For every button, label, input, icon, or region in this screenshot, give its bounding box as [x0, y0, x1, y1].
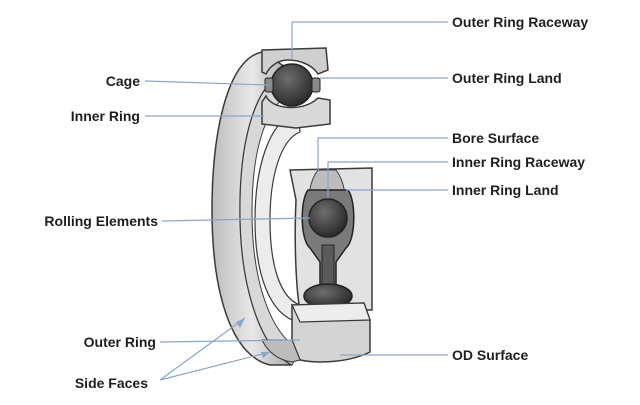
leader-rolling-elements [161, 217, 311, 222]
leader-cage [144, 80, 269, 86]
label-rolling-elements: Rolling Elements [44, 213, 158, 229]
label-outer-ring-raceway: Outer Ring Raceway [452, 14, 589, 30]
arrowhead-side-faces-a [236, 318, 245, 328]
label-bore-surface: Bore Surface [452, 130, 540, 146]
top-outer-ring-section [261, 47, 329, 76]
label-inner-ring-land: Inner Ring Land [452, 182, 559, 198]
arrowhead-side-faces-b [261, 352, 270, 358]
label-outer-ring-land: Outer Ring Land [452, 70, 562, 86]
label-side-faces: Side Faces [74, 375, 148, 391]
leader-bore-surface [317, 137, 448, 170]
label-cage: Cage [105, 73, 140, 89]
bottom-block-top-face [291, 302, 371, 323]
bottom-side-face [261, 339, 301, 363]
leader-side-faces-b [159, 351, 271, 381]
top-cage-right [311, 77, 321, 93]
label-inner-ring-raceway: Inner Ring Raceway [452, 154, 586, 170]
leader-inner-ring-raceway [327, 161, 448, 198]
top-inner-ring-section [261, 94, 331, 129]
label-outer-ring: Outer Ring [83, 334, 156, 350]
leader-side-faces-a [159, 317, 246, 381]
leader-outer-ring [159, 339, 301, 343]
label-od-surface: OD Surface [452, 347, 529, 363]
label-inner-ring: Inner Ring [70, 108, 140, 124]
leader-outer-ring-raceway [291, 21, 448, 60]
